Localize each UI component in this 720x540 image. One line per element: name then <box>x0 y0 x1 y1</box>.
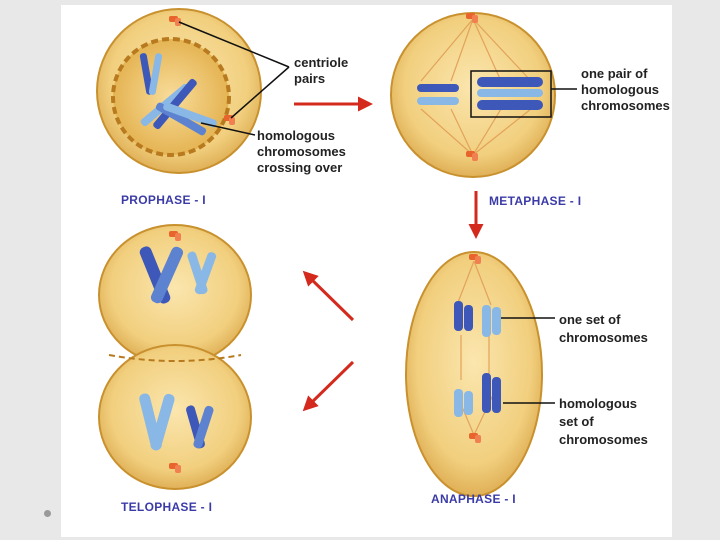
one-pair-label: one pair of homologous chromosomes <box>581 66 670 113</box>
crossing-over-label: homologous chromosomes crossing over <box>257 128 350 175</box>
metaphase-cell <box>391 13 555 177</box>
slide-bullet <box>44 510 51 517</box>
homologous-set-label: homologous set of chromosomes <box>559 396 648 447</box>
telophase-cells <box>99 225 251 489</box>
anaphase-cell <box>406 252 542 496</box>
centriole-label: centriole pairs <box>294 55 352 86</box>
prophase-cell <box>97 9 261 173</box>
meiosis-diagram: centriole pairs homologous chromosomes c… <box>61 5 672 537</box>
slide-panel: centriole pairs homologous chromosomes c… <box>61 5 672 537</box>
arrow-down-left-icon <box>307 362 353 407</box>
metaphase-title: METAPHASE - I <box>489 194 581 208</box>
prophase-title: PROPHASE - I <box>121 193 206 207</box>
telophase-title: TELOPHASE - I <box>121 500 212 514</box>
anaphase-title: ANAPHASE - I <box>431 492 516 506</box>
one-set-label: one set of chromosomes <box>559 312 648 345</box>
arrow-up-left-icon <box>307 275 353 320</box>
